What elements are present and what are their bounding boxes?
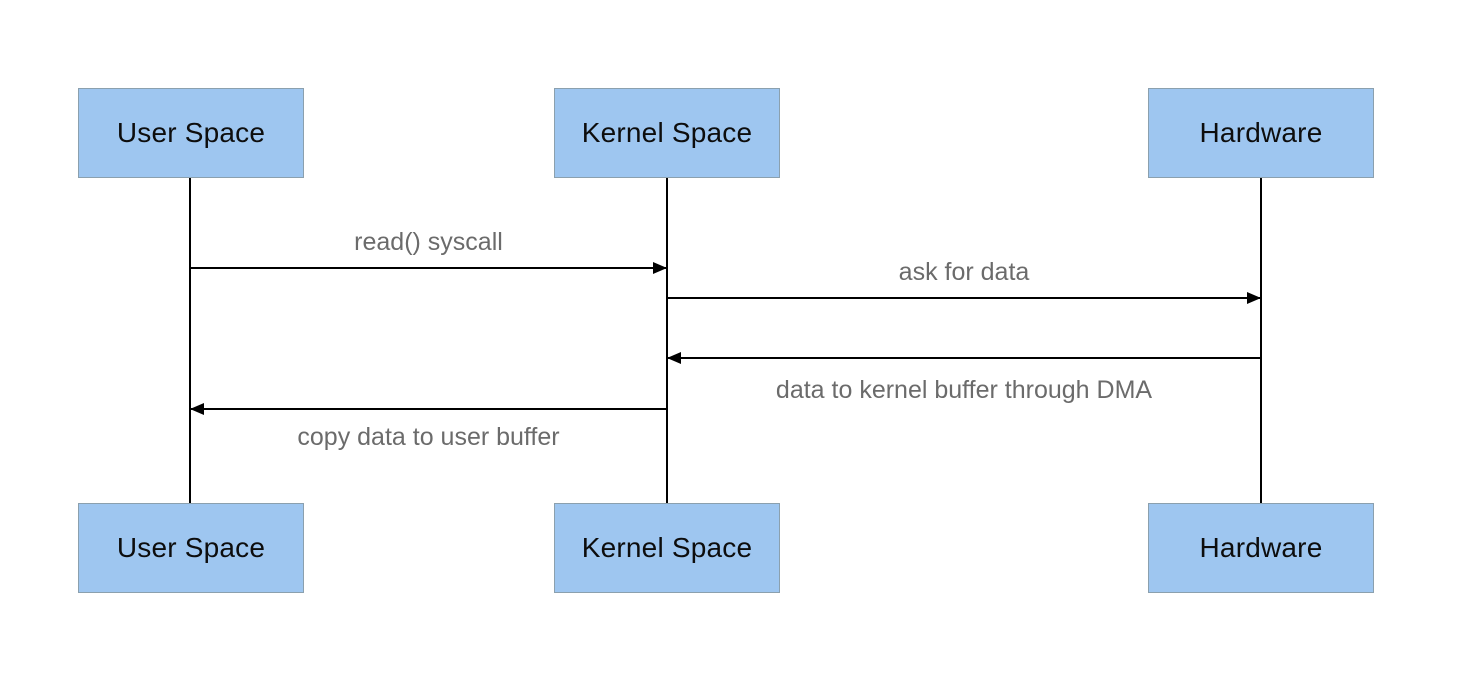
actor-box-kernel-space-top: Kernel Space bbox=[554, 88, 780, 178]
actor-box-user-space-bottom: User Space bbox=[78, 503, 304, 593]
actor-label-user-space-bottom: User Space bbox=[116, 532, 266, 563]
message-line-dma-to-kernel bbox=[667, 357, 1261, 360]
actor-label-user-space-top: User Space bbox=[116, 117, 266, 148]
message-label-copy-to-user: copy data to user buffer bbox=[297, 423, 560, 451]
message-label-ask-for-data: ask for data bbox=[898, 258, 1030, 286]
actor-label-hardware-bottom: Hardware bbox=[1199, 532, 1323, 563]
actor-label-kernel-space-bottom: Kernel Space bbox=[581, 532, 753, 563]
lifeline-kernel-space bbox=[666, 178, 668, 503]
arrowhead-left-icon bbox=[190, 403, 204, 415]
arrowhead-left-icon bbox=[667, 352, 681, 364]
lifeline-user-space bbox=[189, 178, 191, 503]
actor-label-kernel-space-top: Kernel Space bbox=[581, 117, 753, 148]
actor-label-hardware-top: Hardware bbox=[1199, 117, 1323, 148]
lifeline-hardware bbox=[1260, 178, 1262, 503]
actor-box-hardware-top: Hardware bbox=[1148, 88, 1374, 178]
actor-box-hardware-bottom: Hardware bbox=[1148, 503, 1374, 593]
message-line-ask-for-data bbox=[667, 297, 1261, 300]
message-line-read-syscall bbox=[190, 267, 667, 270]
message-line-copy-to-user bbox=[190, 408, 667, 411]
actor-box-kernel-space-bottom: Kernel Space bbox=[554, 503, 780, 593]
message-label-read-syscall: read() syscall bbox=[354, 228, 503, 256]
actor-box-user-space-top: User Space bbox=[78, 88, 304, 178]
arrowhead-right-icon bbox=[1247, 292, 1261, 304]
arrowhead-right-icon bbox=[653, 262, 667, 274]
message-label-dma-to-kernel: data to kernel buffer through DMA bbox=[775, 376, 1153, 404]
